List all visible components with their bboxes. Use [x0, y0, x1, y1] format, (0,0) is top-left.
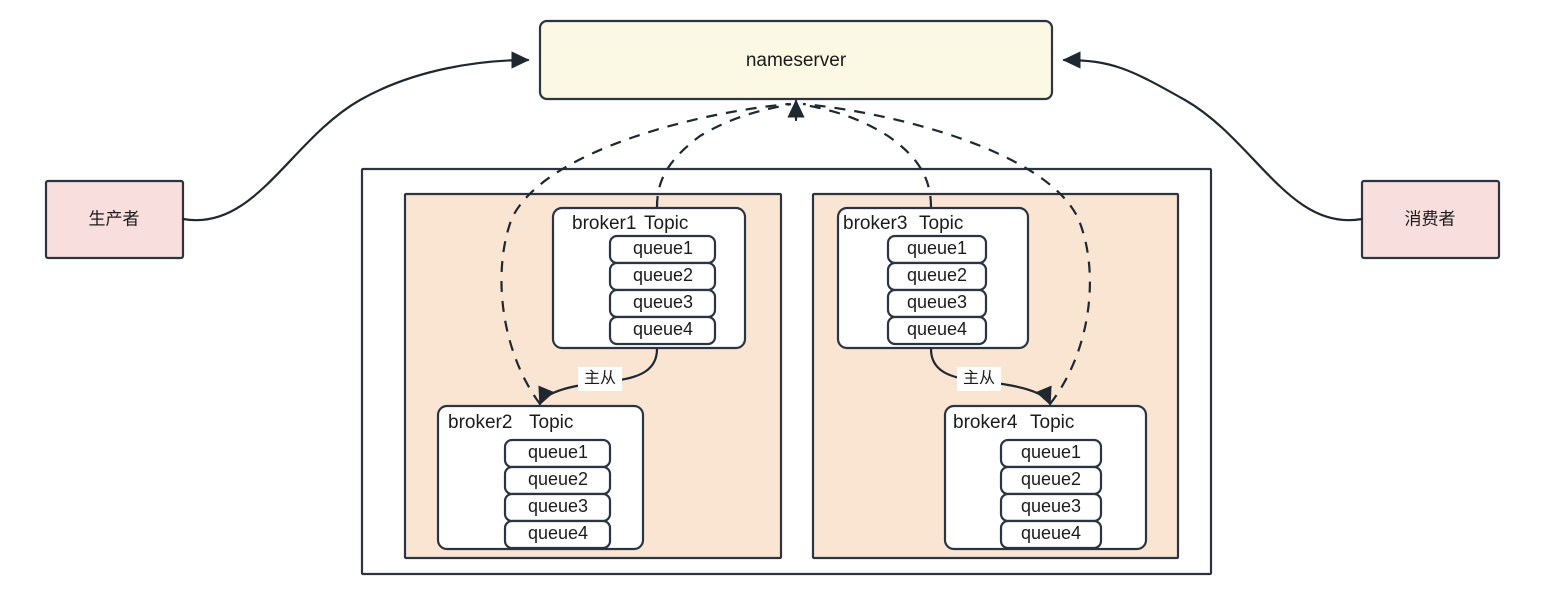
consumer-node[interactable]: 消费者: [1360, 179, 1501, 260]
broker2-title: broker2: [448, 412, 512, 433]
edge-broker1-to-nameserver: [655, 102, 792, 208]
replication-label-left-bg: [578, 367, 622, 391]
broker2-queue-3-label: queue3: [528, 496, 588, 516]
broker3-queue-2-label: queue2: [907, 265, 967, 285]
broker4-queue-1-label: queue1: [1021, 442, 1081, 462]
broker1-queue-1-label: queue1: [633, 238, 693, 258]
broker1-topic: Topic: [644, 213, 688, 234]
broker1-node[interactable]: broker1 Topic queue1 queue2 queue3 queue…: [551, 206, 747, 350]
broker4-queue-2-label: queue2: [1021, 469, 1081, 489]
broker1-queue-3-label: queue3: [633, 292, 693, 312]
edge-consumer-to-nameserver: [1062, 51, 1364, 222]
replication-label-left: 主从: [584, 369, 616, 387]
broker4-queue-4-label: queue4: [1021, 523, 1081, 543]
broker3-queue-4-label: queue4: [907, 319, 967, 339]
nameserver-node[interactable]: nameserver: [538, 19, 1054, 101]
broker4-title: broker4: [953, 412, 1018, 433]
nameserver-box[interactable]: [538, 19, 1054, 101]
broker1-queue-4-box[interactable]: [608, 315, 717, 346]
broker2-queue-4-box[interactable]: [503, 519, 612, 550]
producer-node[interactable]: 生产者: [44, 179, 185, 260]
edge-broker4-to-nameserver: [802, 102, 1091, 405]
producer-label: 生产者: [89, 209, 140, 228]
broker2-queue-1-label: queue1: [528, 442, 588, 462]
broker4-topic: Topic: [1030, 412, 1074, 433]
edge-broker3-to-nameserver: [800, 102, 933, 208]
broker2-queue-4-label: queue4: [528, 523, 588, 543]
broker2-topic: Topic: [529, 412, 573, 433]
broker3-node[interactable]: broker3 Topic queue1 queue2 queue3 queue…: [836, 206, 1030, 350]
broker3-topic: Topic: [919, 213, 963, 234]
broker4-queue-3-label: queue3: [1021, 496, 1081, 516]
broker1-queue-2-label: queue2: [633, 265, 693, 285]
edge-producer-to-nameserver: [181, 51, 530, 222]
broker3-title: broker3: [843, 213, 907, 234]
broker3-queue-4-box[interactable]: [886, 315, 988, 346]
broker4-node[interactable]: broker4 Topic queue1 queue2 queue3 queue…: [943, 404, 1148, 551]
broker2-node[interactable]: broker2 Topic queue1 queue2 queue3 queue…: [436, 404, 645, 551]
consumer-label: 消费者: [1405, 209, 1456, 228]
broker4-queue-4-box[interactable]: [999, 519, 1103, 550]
broker1-queue-4-label: queue4: [633, 319, 693, 339]
broker2-queue-2-label: queue2: [528, 469, 588, 489]
broker1-title: broker1: [572, 213, 636, 234]
replication-label-right: 主从: [963, 369, 995, 387]
replication-label-right-bg: [957, 367, 1001, 391]
edge-broker2-to-nameserver: [500, 102, 790, 405]
broker3-queue-3-label: queue3: [907, 292, 967, 312]
broker3-queue-1-label: queue1: [907, 238, 967, 258]
nameserver-label: nameserver: [746, 50, 847, 71]
